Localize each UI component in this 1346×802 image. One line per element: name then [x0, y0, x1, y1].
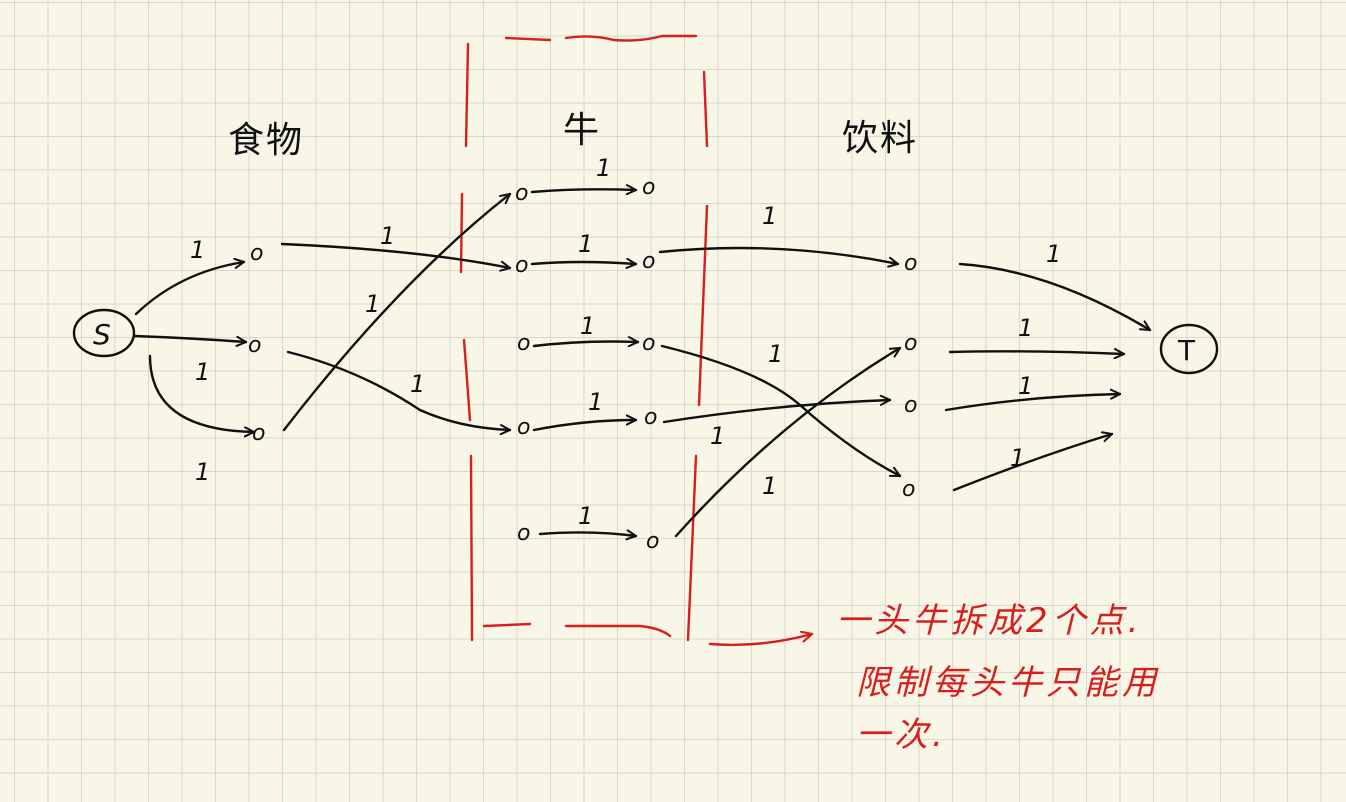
capacity-label: 1 [578, 230, 593, 258]
food-node: o [250, 241, 263, 266]
food-node: o [248, 333, 261, 358]
edges-cow-drink [658, 246, 900, 538]
drink-node: o [904, 393, 917, 418]
capacity-label: 1 [380, 222, 395, 250]
food-node: o [252, 421, 265, 446]
cow-in-node: o [517, 415, 530, 440]
note-arrow [708, 634, 812, 647]
note-line-2: 限制每头牛只能用 [856, 663, 1160, 703]
drink-column-title: 饮料 [842, 118, 918, 159]
capacity-label: 1 [1018, 314, 1033, 342]
drink-node: o [904, 331, 917, 356]
drink-node: o [902, 477, 915, 502]
cow-layer-box [459, 34, 709, 642]
source-label: S [93, 318, 111, 351]
edges-food-cow [280, 194, 510, 430]
capacity-label: 1 [190, 236, 205, 264]
capacity-label: 1 [580, 312, 595, 340]
cow-in-node: o [515, 181, 528, 206]
sink-node: T [1159, 323, 1219, 375]
capacity-label: 1 [195, 458, 210, 486]
edges-source-food [132, 262, 256, 432]
cow-in-node: o [515, 253, 528, 278]
cow-out-node: o [642, 331, 655, 356]
capacity-label: 1 [762, 472, 777, 500]
capacity-label: 1 [578, 502, 593, 530]
cow-in-node: o [517, 521, 530, 546]
capacity-label: 1 [596, 154, 611, 182]
capacity-label: 1 [410, 370, 425, 398]
capacity-label: 1 [195, 358, 210, 386]
food-column-title: 食物 [228, 120, 304, 161]
cow-out-node: o [642, 249, 655, 274]
edges-cow-internal [530, 189, 640, 536]
sink-label: T [1177, 334, 1196, 367]
capacity-label: 1 [365, 290, 380, 318]
cow-column-title: 牛 [563, 110, 601, 151]
note-line-3: 一次. [856, 715, 947, 755]
cow-in-node: o [517, 331, 530, 356]
cow-out-node: o [642, 175, 655, 200]
capacity-label: 1 [710, 422, 725, 450]
cow-out-node: o [646, 529, 659, 554]
capacity-label: 1 [588, 388, 603, 416]
capacity-label: 1 [1010, 444, 1025, 472]
cow-out-node: o [644, 405, 657, 430]
drink-node: o [904, 251, 917, 276]
capacity-label: 1 [762, 202, 777, 230]
capacity-labels: 1 1 1 1 1 1 1 1 1 1 1 1 1 1 1 1 1 1 1 [190, 154, 1061, 530]
capacity-label: 1 [1018, 372, 1033, 400]
capacity-label: 1 [768, 340, 783, 368]
capacity-label: 1 [1046, 240, 1061, 268]
note-line-1: 一头牛拆成2个点. [836, 601, 1142, 641]
edges-drink-sink [944, 262, 1150, 492]
source-node: S [72, 308, 136, 358]
